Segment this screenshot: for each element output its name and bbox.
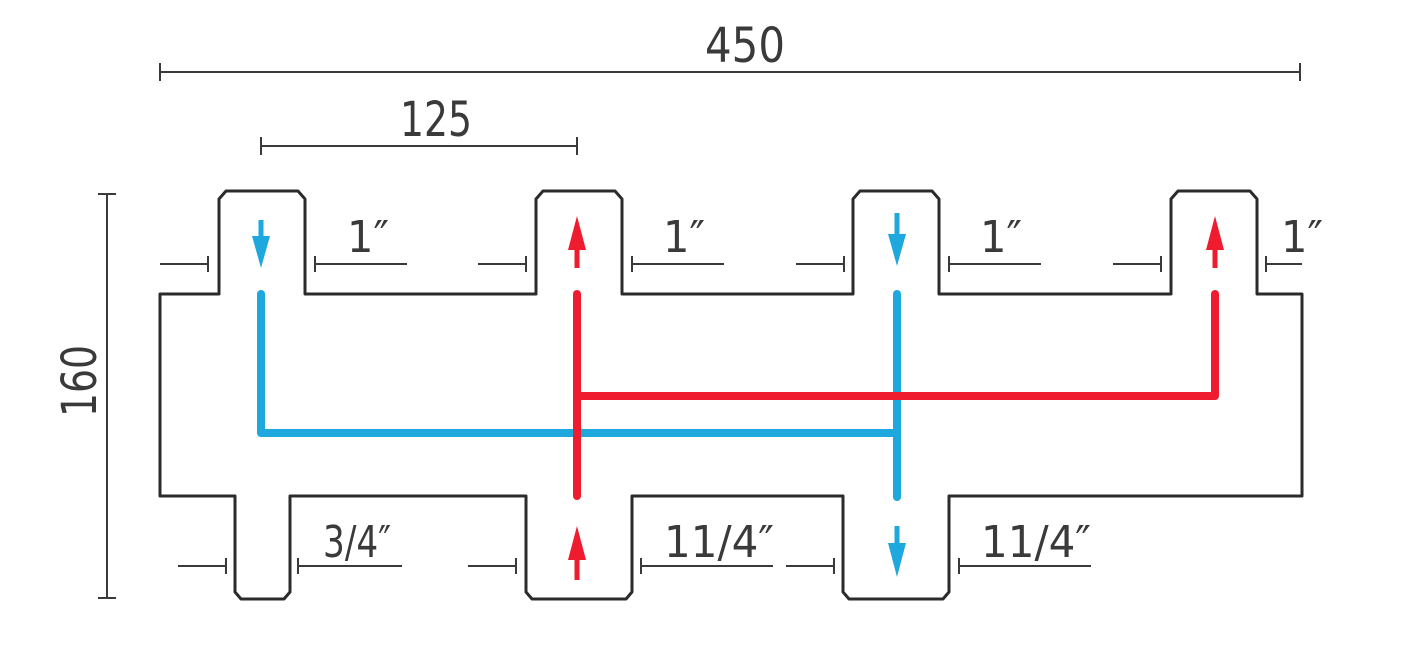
top-port-4-arrow-up-icon xyxy=(1206,216,1224,268)
cold-return-flow-line xyxy=(257,290,901,437)
top-port-1-size-label: 1″ xyxy=(347,212,389,263)
top-port-3-size-dimension: 1″ xyxy=(796,212,1041,272)
top-port-2-size-label: 1″ xyxy=(663,212,705,263)
top-port-1-arrow-down-icon xyxy=(252,220,270,268)
bottom-port-3-size-dimension: 11/4″ xyxy=(786,517,1091,574)
bottom-port-1-size-dimension: 3/4″ xyxy=(178,517,402,574)
top-port-4-size-dimension: 1″ xyxy=(1113,212,1323,272)
port-spacing-dimension: 125 xyxy=(260,92,578,155)
top-port-3-size-label: 1″ xyxy=(980,212,1022,263)
bottom-port-2-size-dimension: 11/4″ xyxy=(468,517,774,574)
bottom-port-2-arrow-up-icon xyxy=(568,526,586,580)
height-dimension: 160 xyxy=(52,193,116,599)
overall-length-dimension: 450 xyxy=(159,18,1301,81)
height-label: 160 xyxy=(52,345,108,417)
hot-branch-flow-line xyxy=(573,290,1219,400)
top-port-1-size-dimension: 1″ xyxy=(160,212,407,272)
top-port-2-arrow-up-icon xyxy=(568,216,586,268)
manifold-body xyxy=(158,189,1304,601)
bottom-port-1-size-label: 3/4″ xyxy=(323,517,391,568)
top-port-3-arrow-down-icon xyxy=(888,213,906,266)
top-port-4-size-label: 1″ xyxy=(1281,212,1323,263)
bottom-port-2-size-label: 11/4″ xyxy=(664,517,774,568)
overall-length-label: 450 xyxy=(705,18,785,74)
spacing-label: 125 xyxy=(400,92,472,148)
top-port-2-size-dimension: 1″ xyxy=(478,212,724,272)
bottom-port-3-arrow-down-icon xyxy=(888,526,906,577)
bottom-port-3-size-label: 11/4″ xyxy=(981,517,1091,568)
